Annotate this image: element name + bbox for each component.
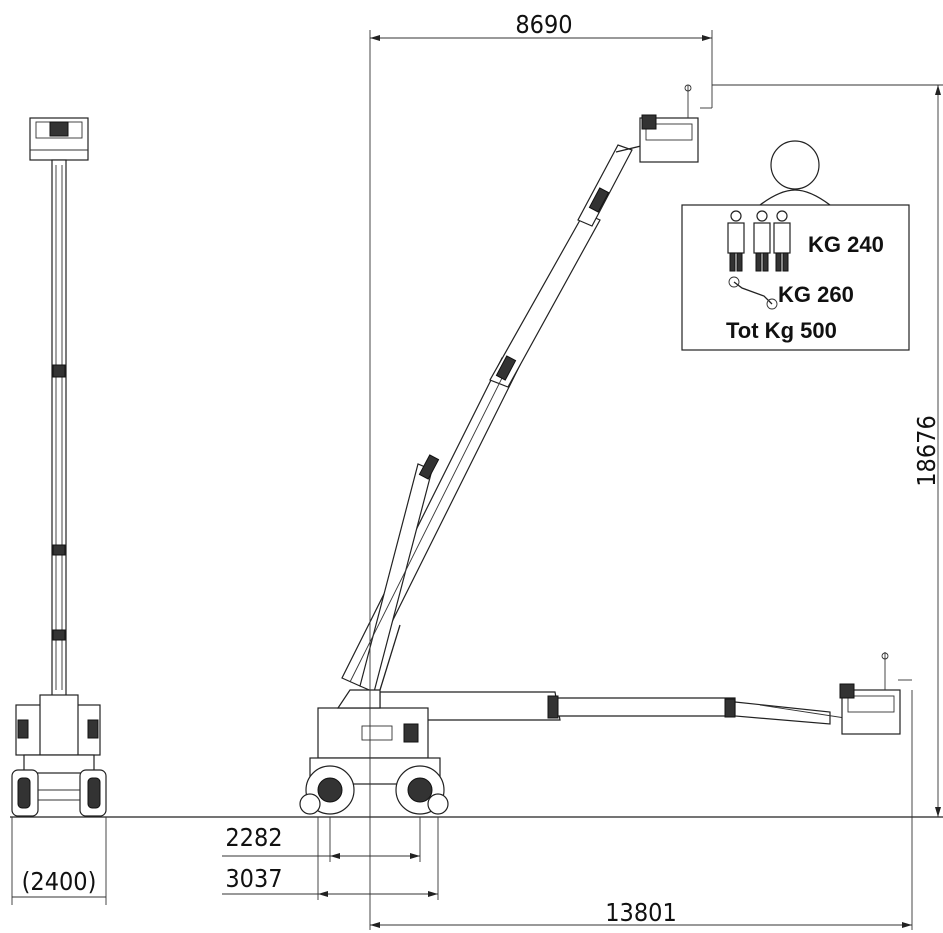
chassis-length-label: 3037 (225, 864, 282, 893)
front-view-machine (11, 117, 107, 817)
wrench-icon (728, 276, 778, 310)
persons-capacity-label: KG 240 (808, 232, 884, 257)
width-dimension: (2400) (11, 817, 107, 905)
height-dimension: 18676 (712, 84, 943, 817)
chassis-length-dimension: 3037 (222, 817, 439, 900)
total-length-label: 13801 (605, 898, 677, 927)
wheelbase-dimension: 2282 (222, 817, 421, 862)
tools-capacity-label: KG 260 (778, 282, 854, 307)
persons-icon (727, 210, 791, 272)
total-capacity-label: Tot Kg 500 (726, 318, 837, 343)
outreach-dimension: 8690 (369, 10, 713, 930)
width-label: (2400) (22, 867, 97, 896)
total-length-dimension: 13801 (370, 690, 913, 930)
load-capacity-plate: KG 240 KG 260 Tot Kg 500 (681, 140, 910, 351)
outreach-label: 8690 (515, 10, 572, 39)
height-label: 18676 (912, 415, 941, 487)
side-view-machine (299, 84, 912, 815)
wheelbase-label: 2282 (225, 823, 282, 852)
